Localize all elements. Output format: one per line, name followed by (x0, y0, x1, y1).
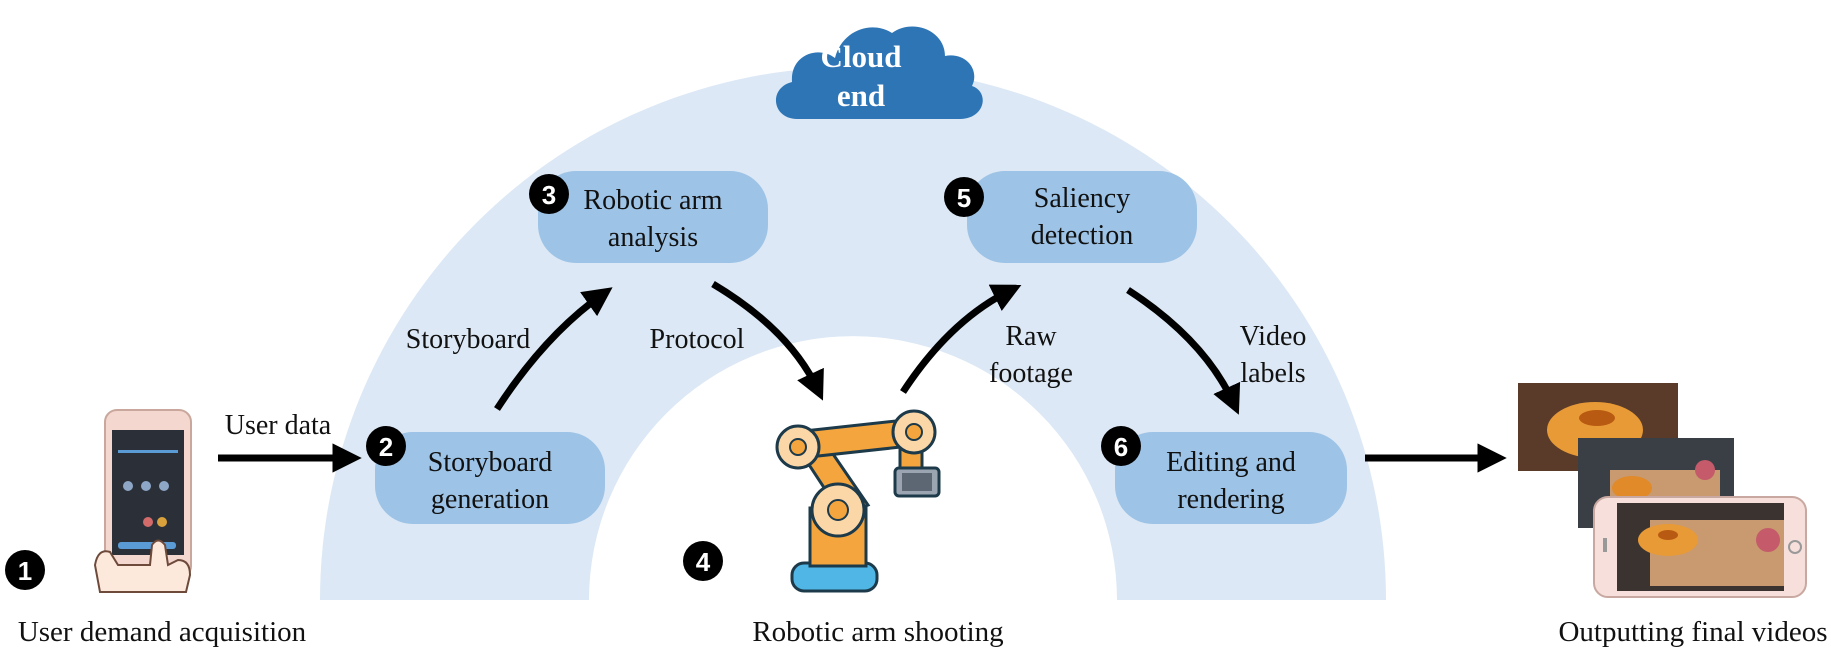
editing-rendering-line2: rendering (1177, 484, 1284, 515)
edge-label-raw-footage-line1: Raw (1005, 321, 1057, 352)
edge-label-raw-footage-line2: footage (989, 358, 1073, 389)
output-video-stack-icon (1518, 383, 1807, 598)
badge-4: 4 (683, 541, 723, 581)
stage-robotic-arm-analysis: Robotic arm analysis (538, 171, 768, 263)
robotic-arm-analysis-line1: Robotic arm (583, 185, 722, 216)
phone-in-hand-icon (93, 409, 192, 593)
caption-user-demand: User demand acquisition (18, 616, 307, 648)
svg-text:6: 6 (1114, 432, 1128, 462)
svg-text:5: 5 (957, 183, 971, 213)
stage-storyboard-generation: Storyboard generation (375, 432, 605, 524)
edge-label-storyboard: Storyboard (406, 324, 530, 355)
svg-text:4: 4 (696, 547, 711, 577)
edge-label-video-labels-line2: labels (1240, 358, 1305, 389)
arrow-protocol (711, 280, 824, 401)
cloud-icon: Cloud end (775, 26, 983, 119)
caption-outputting-videos: Outputting final videos (1558, 616, 1827, 648)
arrow-raw-footage (900, 284, 1022, 394)
robotic-arm-analysis-line2: analysis (608, 222, 698, 253)
badge-2: 2 (366, 426, 406, 466)
storyboard-generation-line2: generation (431, 484, 549, 515)
cloud-label-line1: Cloud (821, 39, 902, 74)
svg-text:1: 1 (18, 556, 32, 586)
arrow-video-labels (1126, 287, 1241, 415)
saliency-detection-line2: detection (1031, 220, 1134, 251)
stage-editing-rendering: Editing and rendering (1115, 432, 1347, 524)
stage-saliency-detection: Saliency detection (967, 171, 1197, 263)
edge-label-protocol: Protocol (650, 324, 745, 355)
badge-1: 1 (5, 550, 45, 590)
saliency-detection-line1: Saliency (1034, 183, 1130, 214)
robotic-arm-icon (775, 409, 941, 593)
arrow-storyboard (494, 287, 613, 411)
edge-label-video-labels-line1: Video (1240, 321, 1307, 352)
svg-text:2: 2 (379, 432, 393, 462)
caption-robotic-arm-shooting: Robotic arm shooting (752, 616, 1003, 648)
badge-3: 3 (529, 174, 569, 214)
svg-text:3: 3 (542, 180, 556, 210)
cloud-label-line2: end (837, 78, 885, 113)
editing-rendering-line1: Editing and (1166, 447, 1296, 478)
badge-6: 6 (1101, 426, 1141, 466)
storyboard-generation-line1: Storyboard (428, 447, 552, 478)
badge-5: 5 (944, 177, 984, 217)
edge-label-user-data: User data (225, 410, 332, 441)
